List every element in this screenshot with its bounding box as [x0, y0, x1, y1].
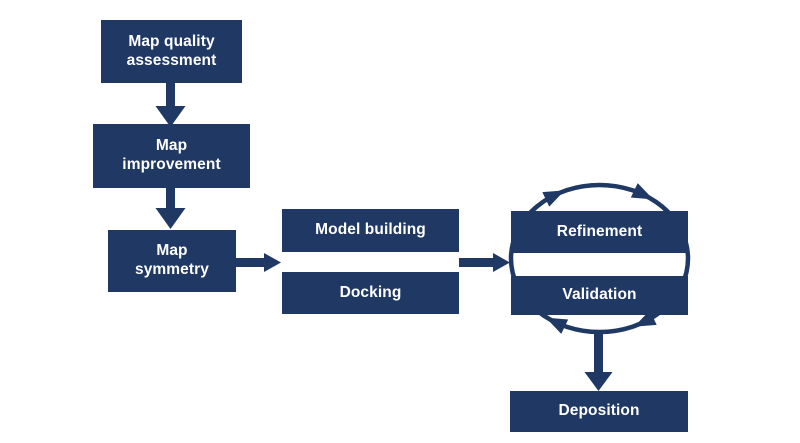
node-map-quality-assessment: Map quality assessment [101, 20, 242, 83]
arrow-map-improvement-to-map-symmetry [155, 188, 186, 229]
node-deposition: Deposition [510, 391, 688, 432]
node-map-improvement-label: Map improvement [122, 137, 221, 173]
node-validation: Validation [511, 276, 688, 315]
arrow-map-quality-to-map-improvement [155, 83, 186, 127]
node-refinement-label: Refinement [556, 222, 643, 240]
node-refinement: Refinement [511, 211, 688, 253]
arrow-cycle-to-deposition [584, 331, 613, 391]
cycle-arrowhead-top-left [542, 190, 565, 207]
node-map-quality-assessment-label: Map quality assessment [126, 32, 217, 69]
node-model-building: Model building [282, 209, 459, 252]
node-deposition-label: Deposition [558, 402, 640, 420]
arrow-model-building-docking-to-refinement-validation [459, 253, 510, 272]
node-map-symmetry: Map symmetry [108, 230, 236, 292]
node-map-improvement: Map improvement [93, 124, 250, 188]
arrow-map-symmetry-to-model-building-docking [236, 253, 281, 272]
node-docking: Docking [282, 272, 459, 314]
node-map-symmetry-label: Map symmetry [134, 242, 210, 278]
node-validation-label: Validation [562, 286, 637, 304]
cycle-arrowhead-bottom-left [545, 317, 569, 334]
node-model-building-label: Model building [315, 221, 426, 239]
cycle-arrowhead-top-right [630, 183, 654, 200]
node-docking-label: Docking [339, 283, 402, 301]
